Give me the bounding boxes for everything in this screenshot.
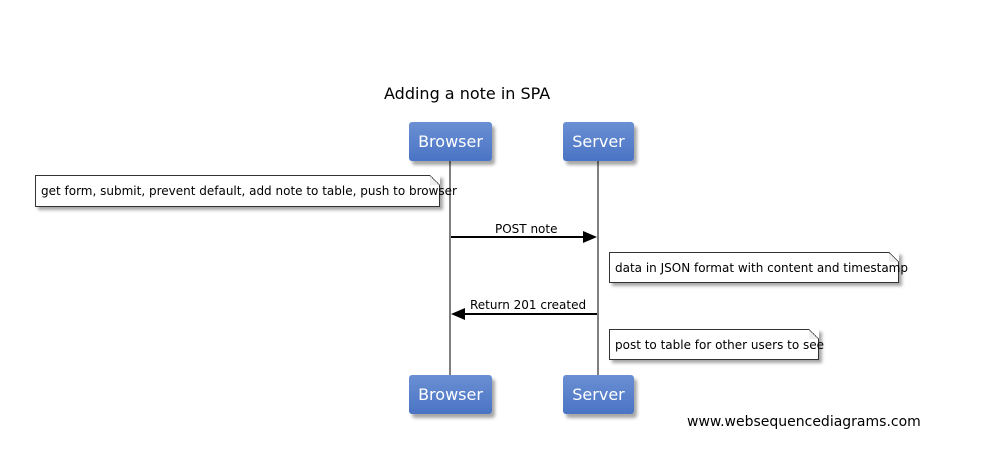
note-text: post to table for other users to see [615, 337, 825, 352]
note-text: data in JSON format with content and tim… [615, 260, 908, 275]
note-browser: get form, submit, prevent default, add n… [35, 175, 457, 207]
note-fold-icon [809, 329, 819, 339]
arrowhead-right-icon [583, 231, 597, 243]
participant-browser-top: Browser [409, 122, 492, 161]
participant-label: Server [572, 385, 625, 404]
message-label-post-note: POST note [495, 222, 558, 236]
note-fold-icon [430, 175, 440, 185]
diagram-title: Adding a note in SPA [384, 84, 551, 103]
note-fold-icon [889, 252, 899, 262]
participant-label: Browser [418, 132, 483, 151]
server-lifeline [597, 160, 599, 376]
watermark-link[interactable]: www.websequencediagrams.com [687, 414, 921, 430]
message-label-return-created: Return 201 created [470, 298, 587, 312]
participant-server-top: Server [563, 122, 634, 161]
participant-browser-bottom: Browser [409, 375, 492, 414]
participant-label: Server [572, 132, 625, 151]
participant-label: Browser [418, 385, 483, 404]
participant-server-bottom: Server [563, 375, 634, 414]
browser-lifeline [449, 160, 451, 376]
note-server-2: post to table for other users to see [609, 329, 824, 360]
note-server-1: data in JSON format with content and tim… [609, 252, 908, 283]
arrowhead-left-icon [451, 308, 465, 320]
note-text: get form, submit, prevent default, add n… [41, 184, 457, 198]
